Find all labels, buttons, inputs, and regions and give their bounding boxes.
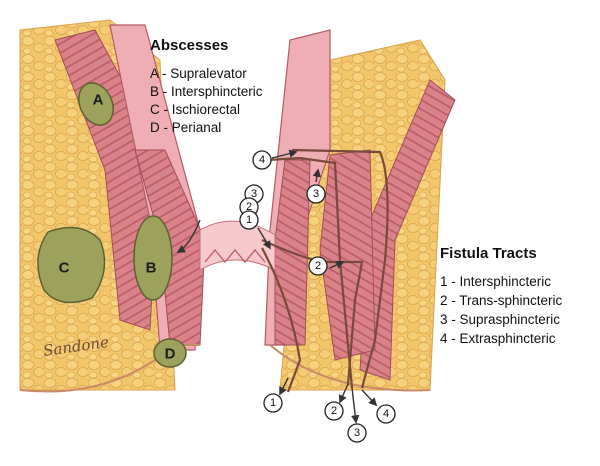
marker-4-bottom: 4 bbox=[376, 404, 396, 424]
marker-2-bottom: 2 bbox=[324, 401, 344, 421]
marker-2-mid: 2 bbox=[308, 256, 328, 276]
svg-text:1: 1 bbox=[246, 214, 252, 226]
arrow-internal-opening bbox=[257, 227, 271, 250]
fistula-tracts-title: Fistula Tracts bbox=[440, 245, 537, 262]
arrow-tract-2-exit bbox=[338, 383, 349, 404]
marker-4-top: 4 bbox=[252, 150, 272, 170]
svg-text:3: 3 bbox=[251, 188, 257, 200]
svg-text:4: 4 bbox=[259, 154, 265, 166]
abscess-D-shape bbox=[153, 338, 187, 368]
svg-text:2: 2 bbox=[315, 260, 321, 272]
abscess-A-shape bbox=[78, 82, 114, 126]
svg-text:3: 3 bbox=[354, 427, 360, 439]
arrow-tract-4-top bbox=[271, 149, 298, 159]
tract-legend-3: 3 - Suprasphincteric bbox=[440, 312, 560, 327]
arrow-abscess-B bbox=[176, 219, 201, 253]
tract-4-path bbox=[291, 148, 389, 389]
marker-1-bottom: 1 bbox=[263, 393, 283, 413]
tract-legend-1: 1 - Intersphincteric bbox=[440, 274, 551, 289]
arrow-tract-1-exit bbox=[279, 377, 289, 396]
tract-3-path bbox=[267, 156, 354, 389]
perianal-skin-right bbox=[269, 344, 431, 392]
arrow-tract-2-mid bbox=[329, 261, 345, 269]
abscess-legend-C: C - Ischiorectal bbox=[150, 102, 240, 117]
svg-text:3: 3 bbox=[313, 188, 319, 200]
tract-legend-2: 2 - Trans-sphincteric bbox=[440, 293, 563, 308]
arrow-tract-3-top bbox=[312, 168, 322, 183]
abscess-C-shape bbox=[37, 226, 106, 304]
abscess-legend-A: A - Supralevator bbox=[150, 66, 247, 81]
abscess-A-label: A bbox=[93, 92, 104, 109]
marker-3-bottom: 3 bbox=[347, 423, 367, 443]
abscess-legend-D: D - Perianal bbox=[150, 120, 221, 135]
arrow-tract-3-exit bbox=[351, 387, 360, 424]
abscess-legend-B: B - Intersphincteric bbox=[150, 84, 263, 99]
anal-canal-lumen bbox=[199, 220, 276, 271]
marker-1-stack: 1 bbox=[239, 210, 259, 230]
svg-text:2: 2 bbox=[246, 201, 252, 213]
svg-text:2: 2 bbox=[331, 405, 337, 417]
svg-text:4: 4 bbox=[383, 408, 389, 420]
abscess-D-label: D bbox=[165, 346, 176, 363]
svg-text:1: 1 bbox=[270, 397, 276, 409]
fistula-tracts-legend: Fistula Tracts 1 - Intersphincteric 2 - … bbox=[440, 245, 563, 346]
tract-legend-4: 4 - Extrasphincteric bbox=[440, 331, 556, 346]
tract-1-path bbox=[261, 247, 302, 393]
arrow-tract-4-exit bbox=[361, 389, 378, 407]
dentate-line bbox=[204, 248, 266, 264]
abscess-B-label: B bbox=[146, 260, 157, 277]
abscesses-legend: Abscesses A - Supralevator B - Intersphi… bbox=[150, 37, 263, 135]
marker-3-mid: 3 bbox=[306, 184, 326, 204]
abscess-C-label: C bbox=[59, 260, 70, 277]
abscess-B-shape bbox=[133, 215, 173, 301]
abscesses-title: Abscesses bbox=[150, 37, 228, 54]
